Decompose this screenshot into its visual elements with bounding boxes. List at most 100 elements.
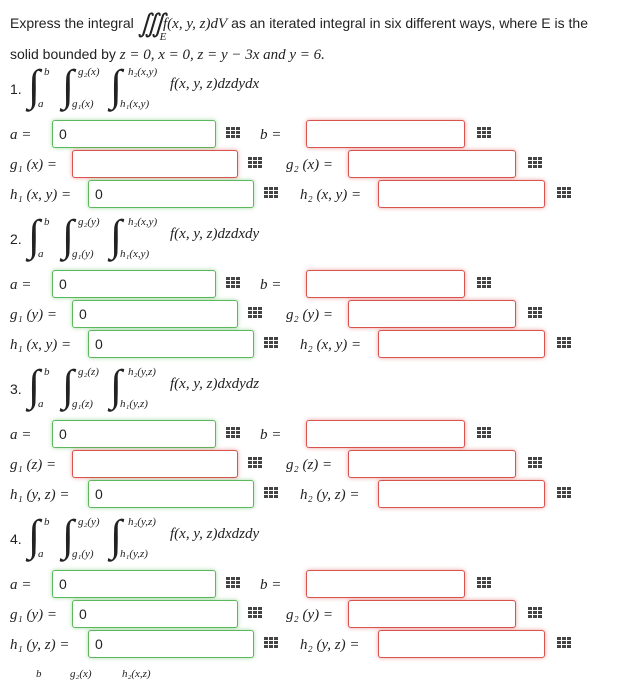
integral-sign-middle: ∫ [62,61,75,110]
h1-label: h₁ (x, y) = [10,187,72,203]
integral-sign-outer: ∫ [28,511,41,560]
limit-middle-lower: g₁(x) [72,98,94,110]
grid-icon[interactable] [248,157,262,169]
limit-middle-upper: g₂(y) [78,216,100,228]
g1-input[interactable] [72,450,238,478]
grid-icon[interactable] [264,337,278,349]
grid-icon[interactable] [226,277,240,289]
grid-icon[interactable] [528,157,542,169]
h2-input[interactable] [378,630,545,658]
integral-sign-middle: ∫ [62,211,75,260]
integrand: f(x, y, z)dxdydz [170,376,260,392]
g2-label: g₂ (y) = [286,307,333,323]
answer-row: h₁ (y, z) = h₂ (y, z) = [10,480,620,510]
limit-outer-lower: a [38,398,44,410]
h2-label: h₂ (x, y) = [300,187,362,203]
b-input[interactable] [306,570,465,598]
b-label: b = [260,127,282,143]
answer-row: h₁ (y, z) =h₂ (y, z) = [10,630,620,660]
grid-icon[interactable] [477,127,491,139]
limit-middle-upper: g₂(x) [78,66,100,78]
g1-input[interactable] [72,300,238,328]
h1-input[interactable] [88,180,254,208]
grid-icon[interactable] [477,577,491,589]
limit-middle-upper: g₂(y) [78,516,100,528]
grid-icon[interactable] [226,427,240,439]
h1-label: h₁ (y, z) = [10,487,70,503]
grid-icon[interactable] [264,637,278,649]
g1-label: g₁ (y) = [10,307,57,323]
grid-icon[interactable] [264,487,278,499]
b-input[interactable] [306,420,465,448]
limit-inner-upper: h₂(x,y) [128,216,158,228]
grid-icon[interactable] [557,487,571,499]
answer-row: g₁ (y) = g₂ (y) = [10,300,620,330]
grid-icon[interactable] [528,457,542,469]
g1-label: g₁ (x) = [10,157,57,173]
g2-input[interactable] [348,150,516,178]
limit-outer-lower: a [38,548,44,560]
prompt-integrand: f(x, y, z)dV [163,16,228,32]
grid-icon[interactable] [248,307,262,319]
g2-label: g₂ (x) = [286,157,333,173]
a-input[interactable] [52,270,216,298]
triple-integral-symbol: ∭ [137,9,165,38]
h1-input[interactable] [88,480,254,508]
limit-outer-upper: b [44,66,50,78]
h2-input[interactable] [378,330,545,358]
prompt-text-solid: solid bounded by [10,46,116,62]
grid-icon[interactable] [226,577,240,589]
grid-icon[interactable] [557,337,571,349]
grid-icon[interactable] [528,607,542,619]
problem-number: 1. [10,81,22,97]
integral-sign-middle: ∫ [62,361,75,410]
b-input[interactable] [306,120,465,148]
grid-icon[interactable] [248,457,262,469]
g2-input[interactable] [348,450,516,478]
g1-label: g₁ (z) = [10,457,57,473]
limit-inner-lower: h₁(y,z) [120,398,148,410]
integrand: f(x, y, z)dxdzdy [170,526,260,542]
g2-input[interactable] [348,300,516,328]
h2-input[interactable] [378,180,545,208]
partial-limit-outer: b [36,668,42,680]
integral-sign-outer: ∫ [28,211,41,260]
limit-outer-upper: b [44,366,50,378]
grid-icon[interactable] [557,187,571,199]
limit-inner-lower: h₁(x,y) [120,98,150,110]
a-label: a = [10,427,32,443]
grid-icon[interactable] [477,277,491,289]
h1-input[interactable] [88,630,254,658]
grid-icon[interactable] [477,427,491,439]
grid-icon[interactable] [248,607,262,619]
prompt-line-1: Express the integral ∭ E f(x, y, z)dV as… [10,8,615,43]
grid-icon[interactable] [557,637,571,649]
g1-input[interactable] [72,600,238,628]
h1-input[interactable] [88,330,254,358]
a-input[interactable] [52,420,216,448]
limit-outer-lower: a [38,248,44,260]
integral-sign-inner: ∫ [110,211,123,260]
limit-middle-lower: g₁(z) [72,398,93,410]
grid-icon[interactable] [528,307,542,319]
h2-label: h₂ (y, z) = [300,637,360,653]
limit-inner-upper: h₂(y,z) [128,366,156,378]
limit-inner-lower: h₁(x,y) [120,248,150,260]
a-input[interactable] [52,120,216,148]
g1-input[interactable] [72,150,238,178]
g2-label: g₂ (y) = [286,607,333,623]
grid-icon[interactable] [264,187,278,199]
h2-input[interactable] [378,480,545,508]
grid-icon[interactable] [226,127,240,139]
b-input[interactable] [306,270,465,298]
a-input[interactable] [52,570,216,598]
h2-label: h₂ (y, z) = [300,487,360,503]
answer-row: g₁ (z) =g₂ (z) = [10,450,620,480]
triple-integral: ∭ E [137,8,167,43]
g2-input[interactable] [348,600,516,628]
limit-middle-upper: g₂(z) [78,366,99,378]
answer-row: a =b = [10,570,620,600]
